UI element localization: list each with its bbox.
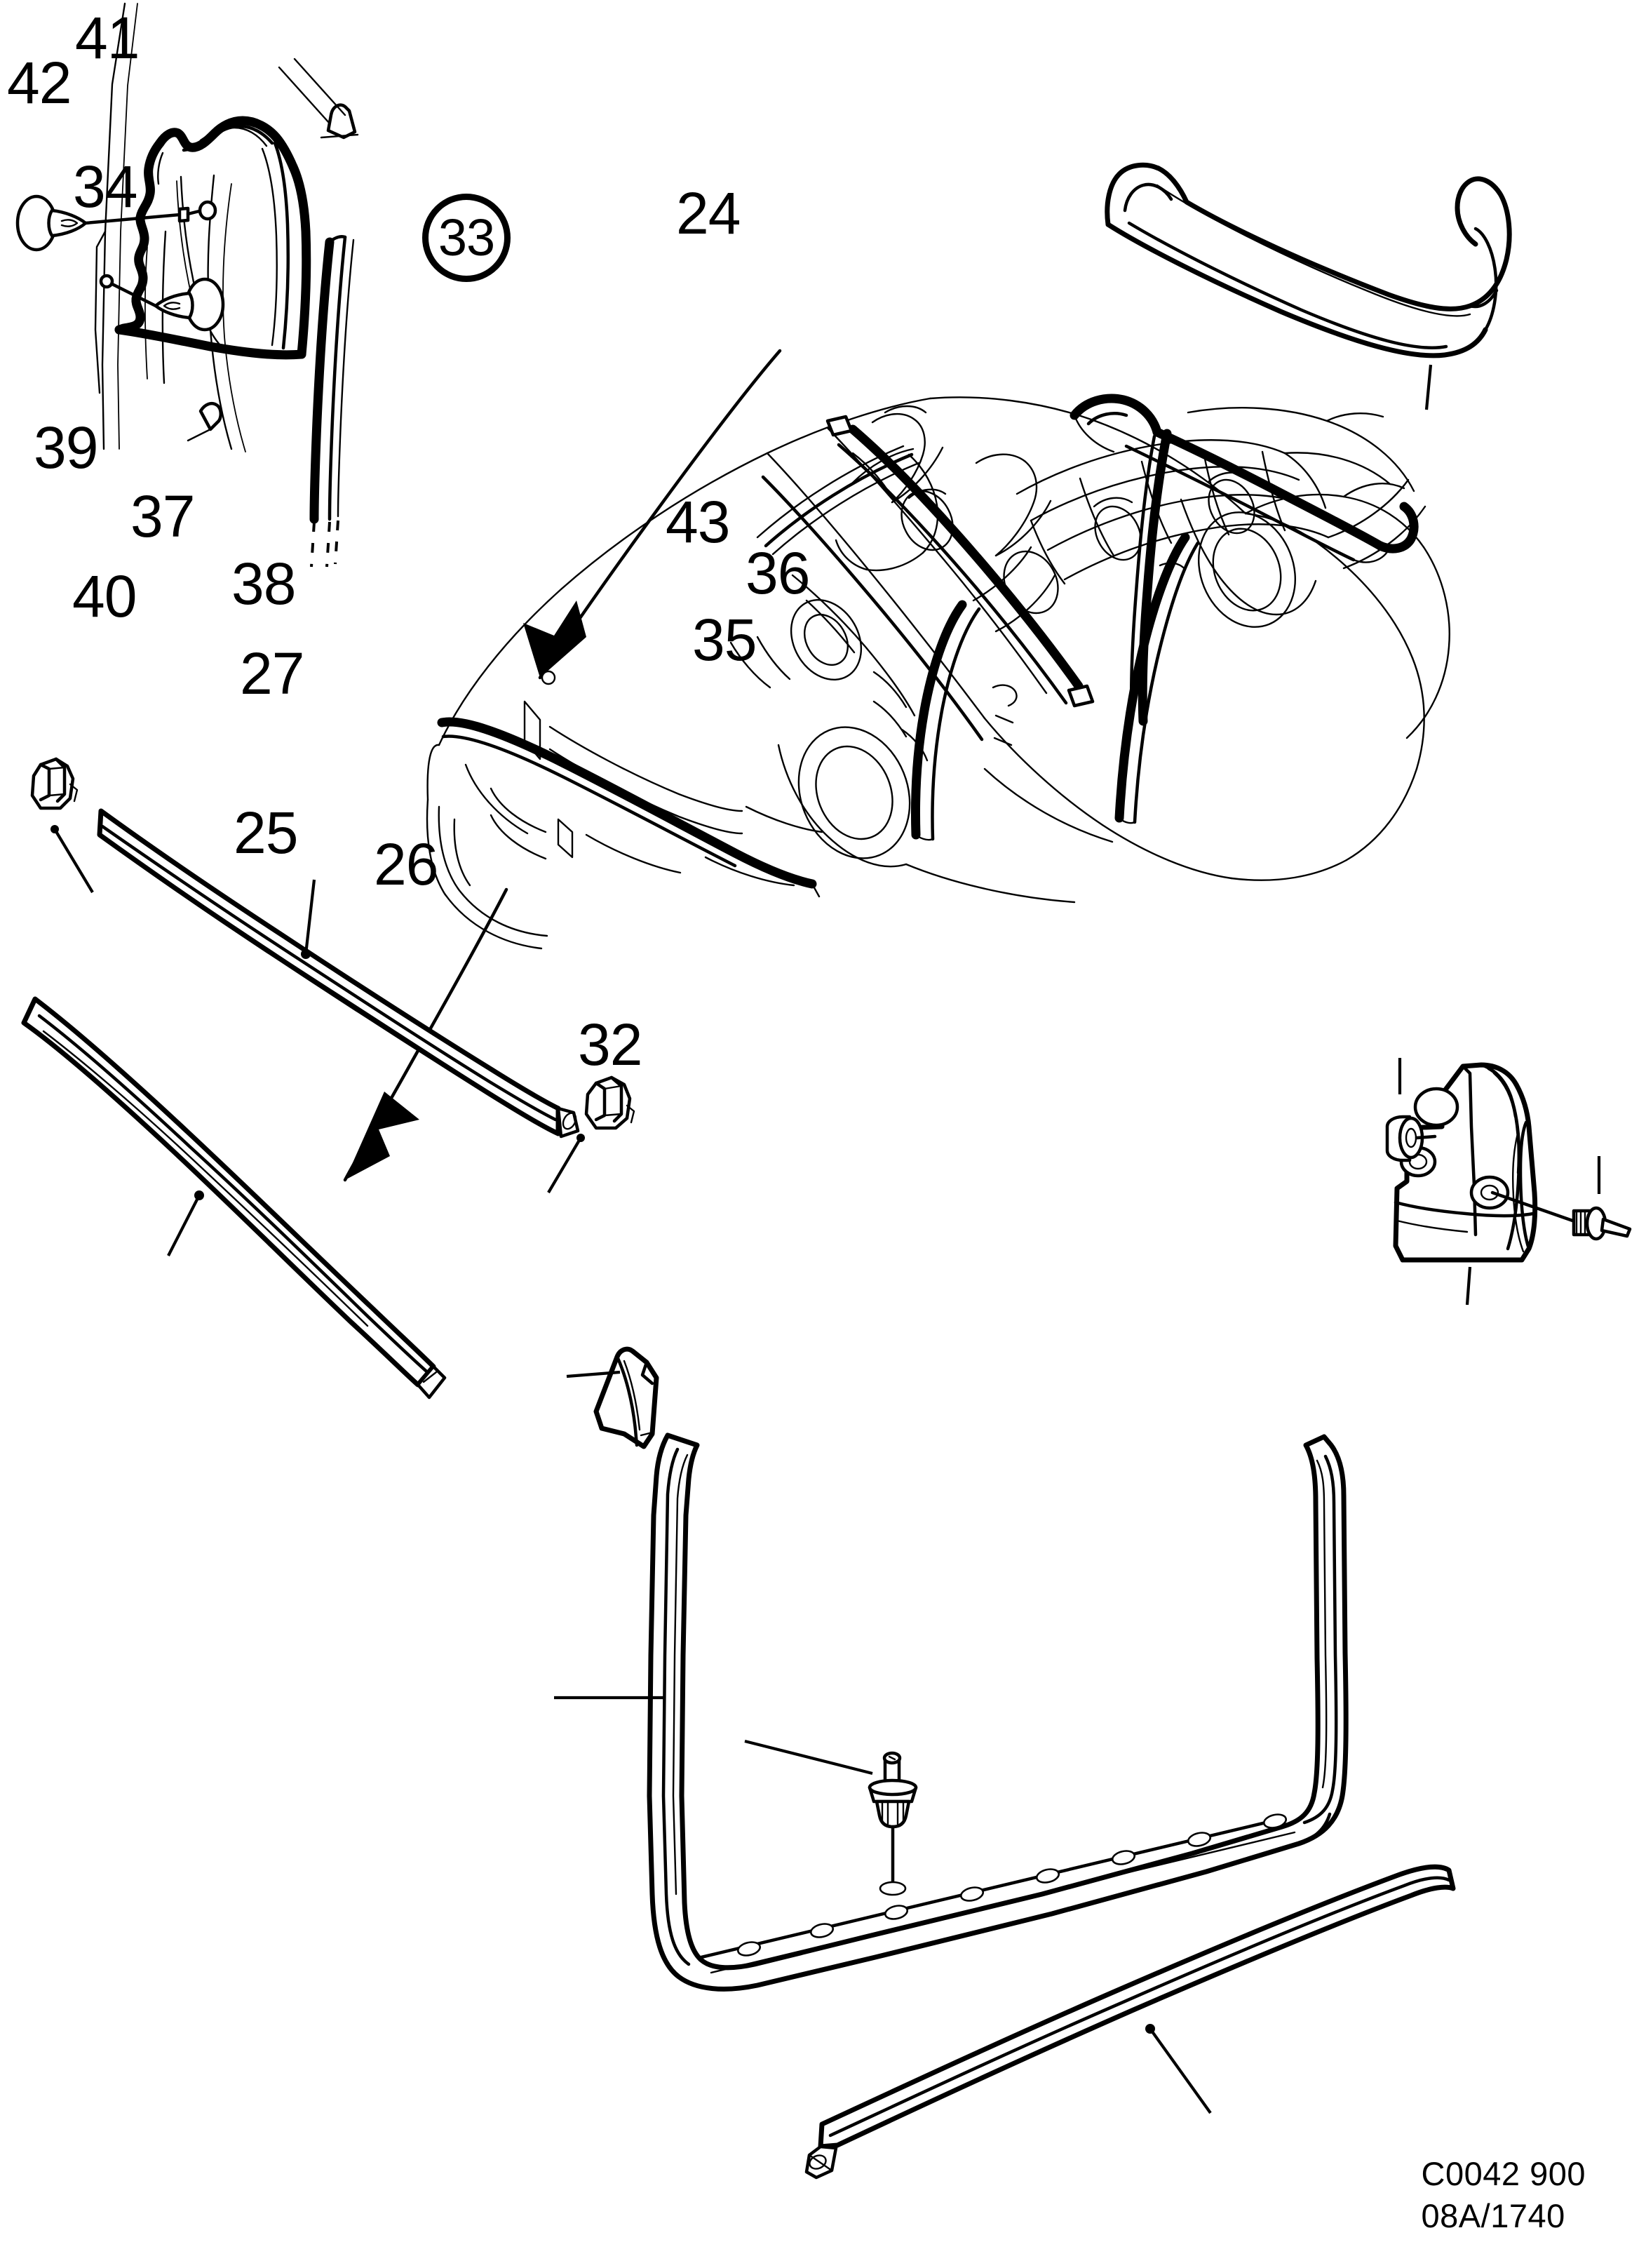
leader-24 [1424, 364, 1433, 410]
footer-plate: 08A/1740 [1421, 2196, 1565, 2234]
callout-25: 25 [234, 800, 298, 866]
sheet-footer: C0042 900 08A/1740 [1422, 2153, 1586, 2237]
callout-24: 24 [676, 180, 741, 246]
part-42-trim-fastener-stud-upper [15, 194, 217, 252]
part-39-seal-retaining-clip-upper [30, 757, 94, 894]
part-37-windscreen-header-seal [97, 808, 580, 1139]
part-35-roof-latch-bracket [1393, 1062, 1538, 1306]
part-40-windscreen-upper-seal [21, 996, 447, 1400]
footer-code: C0042 900 [1421, 2154, 1586, 2192]
part-26-seal-push-rivet [744, 1739, 918, 1896]
callout-33: 33 [422, 194, 511, 282]
callout-41: 41 [75, 5, 140, 71]
callout-36: 36 [746, 540, 810, 606]
part-24-rear-header-seal [1105, 162, 1512, 358]
callout-26: 26 [374, 831, 438, 897]
vehicle-illustration-saab-900-convertible [343, 349, 1450, 1182]
callout-34: 34 [73, 154, 137, 220]
callout-43: 43 [666, 489, 730, 555]
part-25-door-aperture-seal [554, 1432, 1349, 1992]
part-43-bracket-bush-pin [1385, 1058, 1437, 1162]
callout-27: 27 [240, 640, 304, 706]
part-36-bracket-screw [1490, 1156, 1632, 1241]
callout-32: 32 [578, 1012, 642, 1078]
callout-42: 42 [7, 50, 72, 116]
callout-35: 35 [692, 607, 757, 673]
callout-38: 38 [231, 551, 296, 617]
part-33-door-frame-channel-seal [309, 235, 355, 568]
part-41-front-body-pillar-trim [94, 2, 359, 452]
part-27-seal-end-cap [566, 1346, 659, 1449]
part-34-trim-fastener-stud-lower [99, 274, 225, 332]
part-38-seal-retaining-clip-lower [547, 1075, 635, 1194]
callout-37: 37 [130, 483, 195, 549]
part-32-belt-line-seal [804, 1864, 1456, 2180]
callout-40: 40 [72, 563, 137, 629]
callout-39: 39 [34, 415, 98, 481]
